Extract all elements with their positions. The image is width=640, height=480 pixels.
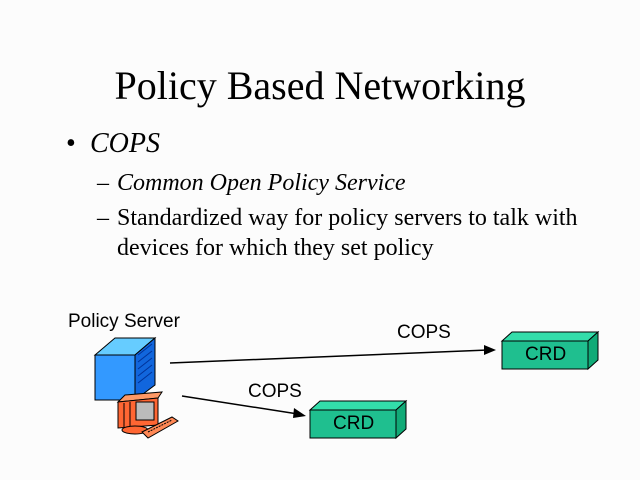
sub-item-text: Common Open Policy Service [117, 170, 406, 196]
crd-label-bottom: CRD [333, 413, 375, 434]
dash-marker: – [97, 205, 109, 231]
crd-device-top [500, 330, 600, 371]
cops-label-top: COPS [397, 322, 451, 343]
dash-marker: – [97, 170, 109, 196]
slide-title: Policy Based Networking [114, 63, 526, 108]
sub-item-text: devices for which they set policy [117, 235, 434, 261]
arrow-to-bottom-crd [181, 395, 306, 418]
policy-server-label: Policy Server [68, 311, 180, 332]
bullet-text: COPS [90, 128, 160, 159]
policy-server-icon [93, 336, 179, 439]
crd-label-top: CRD [525, 344, 567, 365]
sub-item-text: Standardized way for policy servers to t… [117, 205, 578, 231]
cops-label-bottom: COPS [248, 381, 302, 402]
crd-device-bottom [308, 399, 408, 440]
bullet-marker: • [66, 128, 76, 159]
arrow-to-top-crd [169, 345, 496, 364]
